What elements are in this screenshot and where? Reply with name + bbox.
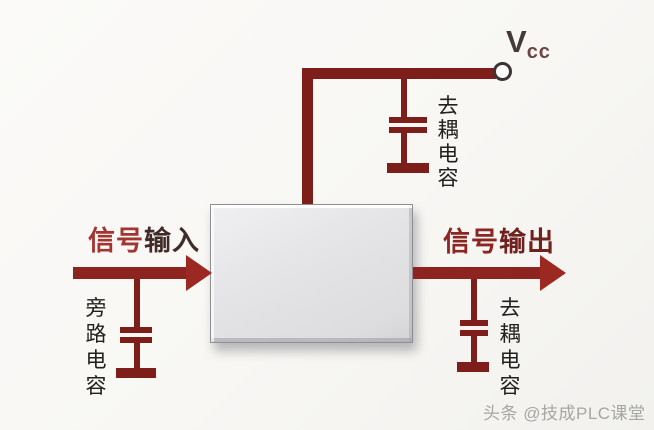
vcc-rail-vertical-wire xyxy=(302,68,313,205)
top-capacitor-lead-bottom xyxy=(401,133,407,163)
output-capacitor-ground-bar xyxy=(457,362,489,372)
vcc-rail-horizontal-wire xyxy=(302,68,496,79)
top-capacitor-lead-top xyxy=(401,79,407,117)
bypass-capacitor-plate-lower xyxy=(120,337,152,343)
signal-input-label: 信号输入 xyxy=(88,228,200,255)
bypass-capacitor-plate-upper xyxy=(120,327,152,333)
ic-chip-body xyxy=(210,204,413,343)
output-capacitor-plate-lower xyxy=(460,330,488,336)
vcc-label-main: V xyxy=(506,24,527,59)
vcc-label: Vcc xyxy=(506,26,551,62)
watermark-text: 头条 @技成PLC课堂 xyxy=(483,404,646,423)
signal-output-label-part2: 输出 xyxy=(499,227,555,257)
signal-output-label-part1: 信号 xyxy=(443,227,499,257)
top-capacitor-plate-upper xyxy=(389,117,427,123)
output-capacitor-lead-bottom xyxy=(471,336,477,362)
output-capacitor-plate-upper xyxy=(460,320,488,326)
top-capacitor-label: 去耦电容 xyxy=(437,95,459,190)
signal-input-label-part2: 输入 xyxy=(144,226,200,256)
bypass-capacitor-lead-top xyxy=(134,279,140,327)
bypass-capacitor-lead-bottom xyxy=(134,343,140,368)
output-capacitor-lead-top xyxy=(471,279,477,320)
vcc-label-sub: cc xyxy=(526,41,551,63)
signal-output-arrow-shaft xyxy=(413,267,542,279)
top-capacitor-plate-lower xyxy=(389,127,427,133)
bypass-capacitor-label: 旁路电容 xyxy=(85,297,107,398)
signal-input-arrowhead xyxy=(186,255,212,291)
signal-input-label-part1: 信号 xyxy=(88,226,144,256)
top-capacitor-ground-bar xyxy=(387,163,429,173)
output-capacitor-label: 去耦电容 xyxy=(499,297,521,398)
signal-output-arrowhead xyxy=(540,255,566,291)
signal-output-label: 信号输出 xyxy=(443,229,555,256)
bypass-capacitor-ground-bar xyxy=(116,368,156,378)
signal-input-arrow-shaft xyxy=(73,267,188,279)
vcc-terminal-circle xyxy=(493,62,512,81)
